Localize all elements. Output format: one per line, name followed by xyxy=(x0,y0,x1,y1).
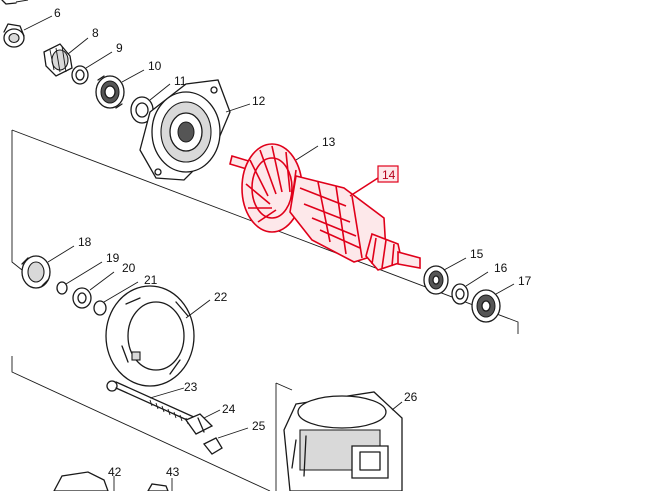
label-part-24: 24 xyxy=(222,402,236,416)
label-part-8: 8 xyxy=(92,26,99,40)
part-23-screw[interactable] xyxy=(106,380,197,425)
part-19-washer[interactable] xyxy=(56,261,103,295)
part-25-clip[interactable] xyxy=(202,427,249,455)
label-part-23: 23 xyxy=(184,380,198,394)
part-26-field[interactable] xyxy=(283,391,403,491)
part-20-washer[interactable] xyxy=(72,271,115,309)
label-part-6: 6 xyxy=(54,6,61,20)
label-part-16: 16 xyxy=(494,261,508,275)
label-part-9: 9 xyxy=(116,41,123,55)
label-part-43: 43 xyxy=(166,465,180,479)
label-part-14: 14 xyxy=(382,168,396,182)
group-bracket-lines xyxy=(11,129,519,491)
part-18-nut[interactable] xyxy=(21,245,75,289)
label-part-22: 22 xyxy=(214,290,228,304)
part-15-bearing[interactable] xyxy=(423,257,467,295)
part-43-partial[interactable] xyxy=(147,478,173,491)
label-part-26: 26 xyxy=(404,390,418,404)
part-14-armature[interactable] xyxy=(229,143,421,271)
label-part-42: 42 xyxy=(108,465,122,479)
label-part-17: 17 xyxy=(518,274,532,288)
label-part-10: 10 xyxy=(148,59,162,73)
part-number-labels: 6 8 9 10 11 12 13 14 15 16 17 18 19 20 2… xyxy=(54,6,532,479)
part-6-nut[interactable] xyxy=(3,15,53,48)
part-13-leader xyxy=(295,145,319,161)
label-part-21: 21 xyxy=(144,273,158,287)
label-part-20: 20 xyxy=(122,261,136,275)
part-17-bearing[interactable] xyxy=(471,283,515,323)
part-5-partial xyxy=(1,0,29,5)
part-9-washer[interactable] xyxy=(71,51,113,85)
part-16-washer[interactable] xyxy=(451,271,489,305)
label-part-11: 11 xyxy=(174,74,187,88)
label-part-19: 19 xyxy=(106,251,120,265)
label-part-15: 15 xyxy=(470,247,484,261)
part-12-bearing-box[interactable] xyxy=(139,79,251,181)
label-part-18: 18 xyxy=(78,235,92,249)
label-part-12: 12 xyxy=(252,94,266,108)
part-22-baffle[interactable] xyxy=(105,285,211,387)
part-21-ring[interactable] xyxy=(93,281,139,316)
part-42-housing[interactable] xyxy=(53,471,115,491)
label-part-13: 13 xyxy=(322,135,336,149)
part-8-gear[interactable] xyxy=(43,37,89,77)
label-part-25: 25 xyxy=(252,419,266,433)
part-24-brush-holder[interactable] xyxy=(185,409,221,435)
part-10-bearing[interactable] xyxy=(95,69,145,109)
